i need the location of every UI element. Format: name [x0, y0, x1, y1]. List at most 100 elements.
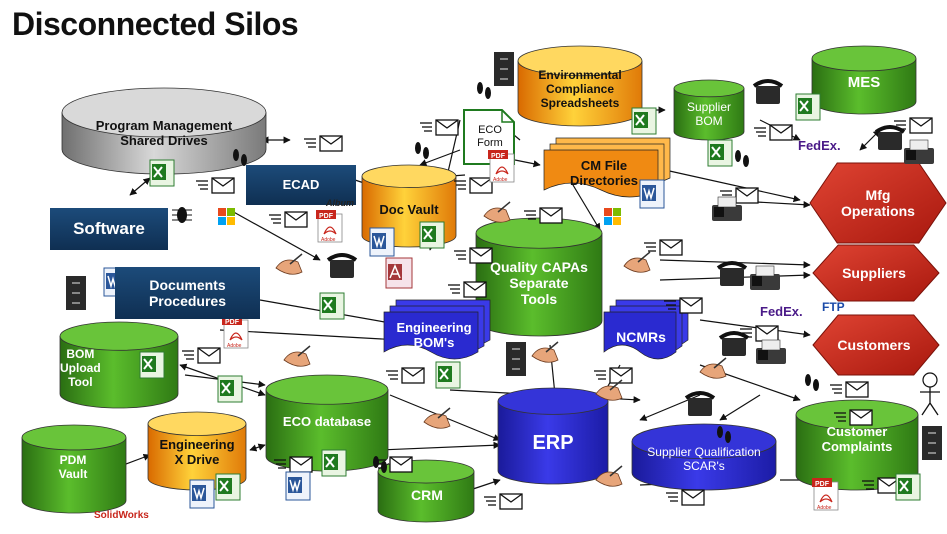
program-management-label: Program Management Shared Drives — [95, 118, 233, 148]
supplier-qualification-cylinder — [631, 423, 777, 491]
software-label: Software — [73, 219, 145, 239]
connector-line — [419, 149, 461, 167]
email-icon — [448, 281, 487, 298]
stick-figure-icon — [920, 372, 940, 416]
svg-text:Adobe: Adobe — [817, 505, 832, 511]
bom-upload-tool-label: BOM Upload Tool — [60, 347, 101, 389]
connector-line — [129, 177, 151, 196]
customers-hexagon — [812, 314, 940, 376]
file-cabinet-icon — [506, 342, 526, 376]
excel-icon — [795, 93, 821, 121]
footprints-icon — [477, 82, 491, 99]
footprints-icon — [735, 150, 749, 167]
footprints-icon — [717, 426, 731, 443]
excel-icon — [139, 351, 165, 379]
customers-label: Customers — [837, 336, 911, 353]
connector-line — [379, 441, 501, 451]
email-icon — [274, 456, 313, 473]
svg-text:PDF: PDF — [815, 481, 830, 488]
connector-line — [514, 159, 541, 168]
supplier-bom-label: Supplier BOM — [686, 100, 732, 128]
email-icon — [664, 297, 703, 314]
pdf-icon: PDF Adobe — [316, 210, 343, 243]
documents-procedures-label: Documents Procedures — [148, 276, 227, 309]
fax-machine-icon — [904, 139, 934, 164]
handwriting-icon — [423, 407, 451, 429]
footprints-icon — [805, 374, 819, 391]
doc-vault-label: Doc Vault — [379, 201, 439, 217]
fax-machine-icon — [756, 339, 786, 364]
email-icon — [454, 247, 493, 264]
word-icon — [285, 471, 311, 501]
crm-label: CRM — [411, 486, 443, 503]
page-title: Disconnected Silos — [12, 6, 299, 42]
pdm-vault-cylinder — [21, 424, 127, 514]
excel-icon — [631, 107, 657, 135]
email-icon — [182, 347, 221, 364]
phone-icon — [716, 261, 748, 286]
handwriting-icon — [595, 379, 623, 401]
album-logo: Album — [326, 198, 354, 208]
svg-text:Adobe: Adobe — [227, 343, 242, 349]
connector-line — [249, 443, 266, 452]
handwriting-icon — [483, 201, 511, 223]
quality-capas-label: Quality CAPAs Separate Tools — [490, 258, 588, 308]
connector-line — [699, 319, 811, 338]
email-icon — [594, 367, 633, 384]
handwriting-icon — [595, 465, 623, 487]
svg-text:PDF: PDF — [491, 153, 506, 160]
email-icon — [720, 187, 759, 204]
handwriting-icon — [699, 357, 727, 379]
mfg-operations-hexagon — [809, 162, 947, 244]
handwriting-icon — [623, 251, 651, 273]
suppliers-hexagon — [812, 244, 940, 302]
file-cabinet-icon — [922, 426, 942, 460]
email-icon — [269, 211, 308, 228]
eco-form-label: ECO Form — [477, 124, 503, 149]
connector-line — [719, 394, 761, 421]
footprints-icon — [233, 149, 247, 166]
engineering-boms-label: Engineering BOM's — [396, 320, 472, 350]
email-icon — [524, 207, 563, 224]
file-cabinet-icon — [494, 52, 514, 86]
fax-machine-icon — [712, 196, 742, 221]
fax-machine-icon — [750, 265, 780, 290]
excel-icon — [419, 221, 445, 249]
ecad-label: ECAD — [282, 176, 320, 192]
ftp-logo: FTP — [822, 300, 845, 314]
windows-logo-icon — [218, 208, 235, 225]
program-management-cylinder — [61, 87, 267, 175]
connector-line — [229, 209, 321, 261]
access-icon — [385, 257, 413, 289]
word-icon — [639, 179, 665, 209]
environmental-compliance-label: Environmental Compliance Spreadsheets — [538, 68, 622, 110]
excel-icon — [707, 139, 733, 167]
svg-text:PDF: PDF — [319, 213, 334, 220]
email-icon — [420, 119, 459, 136]
handwriting-icon — [275, 253, 303, 275]
mfg-operations-label: Mfg Operations — [841, 186, 915, 219]
quality-capas-cylinder — [475, 217, 603, 337]
bug-icon — [172, 207, 192, 223]
footprints-icon — [415, 142, 429, 159]
customer-complaints-label: Customer Complaints — [821, 424, 893, 454]
ecad-node: ECAD — [246, 165, 356, 205]
email-icon — [386, 367, 425, 384]
eco-database-cylinder — [265, 374, 389, 472]
email-icon — [834, 409, 873, 426]
phone-icon — [684, 391, 716, 416]
email-icon — [454, 177, 493, 194]
svg-text:Adobe: Adobe — [321, 237, 336, 243]
email-icon — [666, 489, 705, 506]
email-icon — [484, 493, 523, 510]
footprints-icon — [373, 456, 387, 473]
mes-label: MES — [847, 74, 881, 92]
fedex-logo-1: FedEx. — [798, 138, 841, 153]
windows-logo-icon — [604, 208, 621, 225]
eco-database-label: ECO database — [282, 413, 372, 429]
engineering-x-drive-cylinder — [147, 411, 247, 491]
ncmrs-stack — [603, 299, 689, 360]
connector-line — [469, 478, 501, 491]
